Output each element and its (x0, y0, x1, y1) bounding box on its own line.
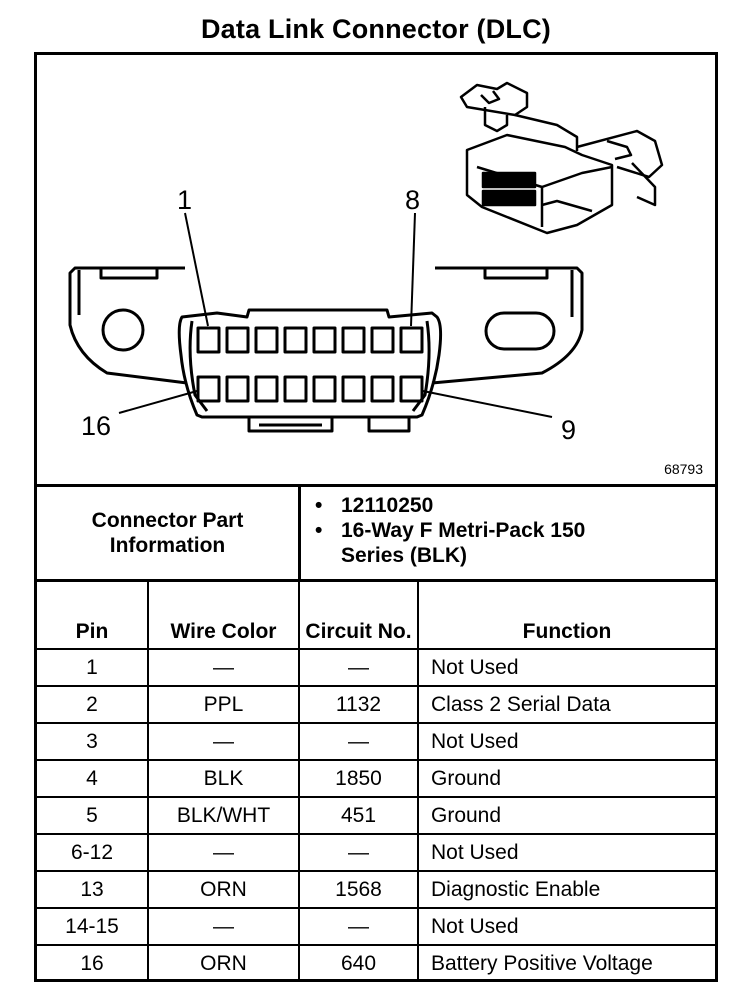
cell-wire-color: — (147, 722, 300, 761)
right-mounting-ear (431, 266, 584, 385)
cell-wire-color: — (147, 833, 300, 872)
leader-pin-8 (410, 212, 416, 327)
table-row: 14-15 — — Not Used (37, 907, 715, 946)
cell-circuit-no: 640 (298, 944, 419, 981)
bottom-tab-left (247, 417, 334, 433)
page-title: Data Link Connector (DLC) (200, 14, 551, 44)
left-mounting-ear (68, 266, 188, 385)
table-row: 4 BLK 1850 Ground (37, 759, 715, 798)
cell-pin: 3 (37, 722, 149, 761)
connector-body (177, 308, 443, 419)
bottom-tab-right (367, 417, 411, 433)
label-pin-16: 16 (81, 411, 111, 441)
cell-wire-color: ORN (147, 870, 300, 909)
cell-function: Not Used (417, 833, 715, 872)
cell-pin: 5 (37, 796, 149, 835)
cell-circuit-no: 1568 (298, 870, 419, 909)
table-row: 13 ORN 1568 Diagnostic Enable (37, 870, 715, 909)
label-pin-9: 9 (561, 415, 576, 445)
cell-function: Ground (417, 796, 715, 835)
table-row: 16 ORN 640 Battery Positive Voltage (37, 944, 715, 981)
connector-description: 16-Way F Metri-Pack 150 Series (BLK) (315, 518, 631, 568)
label-pin-8: 8 (405, 185, 420, 215)
cell-wire-color: PPL (147, 685, 300, 724)
cell-pin: 1 (37, 648, 149, 687)
cell-pin: 2 (37, 685, 149, 724)
table-row: 6-12 — — Not Used (37, 833, 715, 872)
cell-circuit-no: 1850 (298, 759, 419, 798)
connector-info-label: Connector Part Information (37, 487, 301, 579)
cell-wire-color: BLK/WHT (147, 796, 300, 835)
right-mounting-hole (484, 311, 556, 351)
left-mounting-hole (101, 308, 145, 352)
cell-function: Ground (417, 759, 715, 798)
pin-row-bottom (196, 375, 424, 403)
pin-table-header: Pin Wire Color Circuit No. Function (37, 582, 715, 650)
cell-circuit-no: — (298, 648, 419, 687)
cell-pin: 6-12 (37, 833, 149, 872)
table-row: 5 BLK/WHT 451 Ground (37, 796, 715, 835)
cell-function: Not Used (417, 907, 715, 946)
cell-circuit-no: 451 (298, 796, 419, 835)
cell-function: Not Used (417, 648, 715, 687)
table-row: 1 — — Not Used (37, 648, 715, 687)
connector-part-info: Connector Part Information 12110250 16-W… (37, 484, 715, 582)
label-pin-1: 1 (177, 185, 192, 215)
cell-function: Diagnostic Enable (417, 870, 715, 909)
pin-row-top (196, 326, 424, 354)
pin-table: Pin Wire Color Circuit No. Function 1 — … (37, 582, 715, 981)
cell-wire-color: — (147, 907, 300, 946)
connector-isometric-illustration (459, 81, 664, 235)
cell-wire-color: — (147, 648, 300, 687)
connector-info-list: 12110250 16-Way F Metri-Pack 150 Series … (301, 487, 715, 579)
cell-circuit-no: — (298, 722, 419, 761)
connector-part-number: 12110250 (315, 493, 715, 518)
cell-function: Not Used (417, 722, 715, 761)
table-row: 3 — — Not Used (37, 722, 715, 761)
cell-pin: 16 (37, 944, 149, 981)
cell-function: Battery Positive Voltage (417, 944, 715, 981)
cell-function: Class 2 Serial Data (417, 685, 715, 724)
cell-wire-color: ORN (147, 944, 300, 981)
diagram-frame: 1 8 16 9 68793 Connector Part Informatio… (34, 52, 718, 982)
header-wire-color: Wire Color (147, 582, 300, 650)
cell-pin: 14-15 (37, 907, 149, 946)
header-function: Function (417, 582, 715, 650)
dlc-connector-drawing: 1 8 16 9 (68, 81, 664, 445)
table-row: 2 PPL 1132 Class 2 Serial Data (37, 685, 715, 724)
cell-pin: 4 (37, 759, 149, 798)
cell-pin: 13 (37, 870, 149, 909)
header-pin: Pin (37, 582, 149, 650)
header-circuit-no: Circuit No. (298, 582, 419, 650)
leader-pin-16 (118, 390, 198, 414)
connector-figure: 1 8 16 9 68793 (37, 55, 715, 484)
cell-wire-color: BLK (147, 759, 300, 798)
cell-circuit-no: 1132 (298, 685, 419, 724)
cell-circuit-no: — (298, 833, 419, 872)
cell-circuit-no: — (298, 907, 419, 946)
figure-id: 68793 (664, 461, 703, 477)
leader-pin-1 (184, 212, 209, 327)
leader-pin-9 (422, 390, 553, 418)
